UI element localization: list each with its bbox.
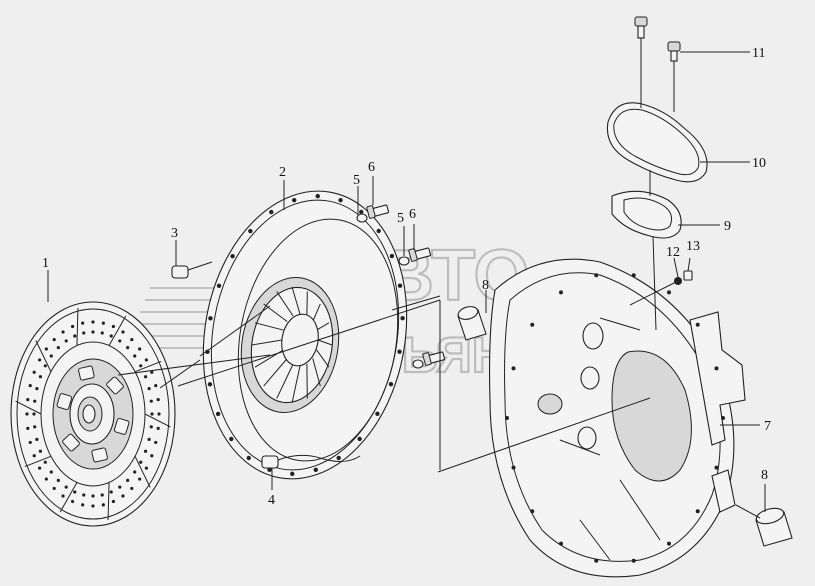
callout-12: 12 <box>666 245 680 260</box>
screw-11-right <box>667 41 681 62</box>
callout-10: 10 <box>752 156 766 171</box>
bolt-washer-upper <box>356 204 390 223</box>
callout-5-upper: 5 <box>353 173 360 188</box>
clutch-disc <box>10 301 176 527</box>
clutch-housing <box>489 258 746 578</box>
callout-13: 13 <box>686 239 700 254</box>
callout-3: 3 <box>171 226 178 241</box>
callout-8-upper: 8 <box>482 278 489 293</box>
callout-11: 11 <box>752 46 765 61</box>
pin-part-3 <box>171 265 189 279</box>
callout-numbers: 1 2 3 4 5 6 5 6 7 8 8 9 10 11 12 13 <box>42 46 771 508</box>
cover-plate <box>606 102 708 183</box>
release-lever-part-4 <box>261 454 361 469</box>
callout-6-middle: 6 <box>409 207 416 222</box>
callout-4: 4 <box>268 493 275 508</box>
bolt-washer-middle <box>398 247 432 266</box>
callout-5-middle: 5 <box>397 211 404 226</box>
callout-2: 2 <box>279 165 286 180</box>
bushing-lower <box>755 507 793 547</box>
callout-1: 1 <box>42 256 49 271</box>
gasket <box>611 190 682 239</box>
screw-11-left <box>634 16 648 39</box>
callout-8-lower: 8 <box>761 468 768 483</box>
callout-9: 9 <box>724 219 731 234</box>
bushing-upper <box>457 306 487 341</box>
callout-7: 7 <box>764 419 771 434</box>
pressure-plate <box>202 190 408 480</box>
leader-lines <box>47 38 766 519</box>
callout-6-upper: 6 <box>368 160 375 175</box>
